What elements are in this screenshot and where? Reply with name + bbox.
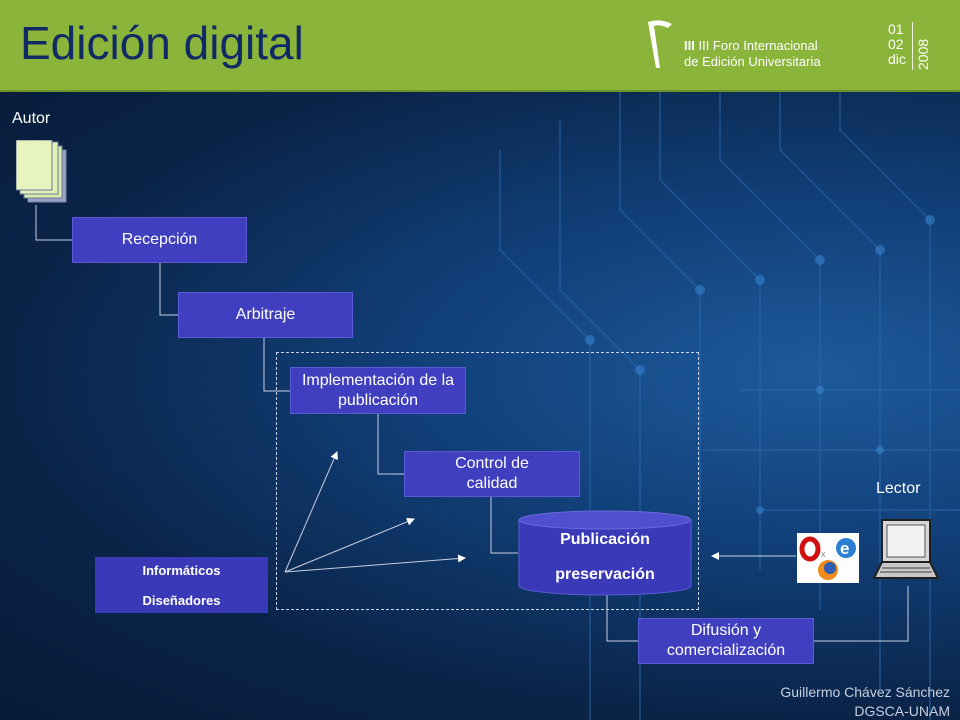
- date-separator: [912, 22, 913, 70]
- arbitraje-label: Arbitraje: [235, 306, 296, 323]
- background: [0, 90, 960, 720]
- forum-line-1: III Foro Internacional: [698, 38, 818, 53]
- svg-text:e: e: [840, 539, 849, 558]
- control-calidad-box: Control de calidad: [404, 451, 580, 497]
- event-dates: 01 02 dic: [888, 22, 906, 67]
- date-day-2: 02: [888, 36, 904, 52]
- staff-box: Informáticos Diseñadores: [95, 557, 268, 613]
- recepcion-box: Recepción: [72, 217, 247, 263]
- autor-label: Autor: [12, 110, 51, 127]
- date-day-1: 01: [888, 21, 904, 37]
- difusion-label: Difusión y comercialización: [666, 622, 786, 659]
- control-calidad-label: Control de calidad: [455, 455, 529, 492]
- browser-logos-icon: x e: [799, 536, 856, 580]
- forum-logo-mark: [648, 20, 672, 68]
- page-title: Edición digital: [20, 17, 304, 69]
- footer-author: Guillermo Chávez Sánchez: [780, 684, 950, 700]
- implementacion-label: Implementación de la publicación: [301, 371, 455, 409]
- laptop-icon: [872, 519, 940, 579]
- recepcion-label: Recepción: [121, 231, 198, 248]
- difusion-box: Difusión y comercialización: [638, 618, 814, 664]
- implementacion-box: Implementación de la publicación: [290, 367, 466, 414]
- arbitraje-box: Arbitraje: [178, 292, 353, 338]
- publicacion-database: [518, 510, 692, 596]
- process-group-outline: [276, 352, 699, 610]
- header-bar: Edición digital III III Foro Internacion…: [0, 0, 960, 92]
- documents-icon: [16, 140, 67, 203]
- date-year: 2008: [915, 38, 931, 70]
- date-month: dic: [888, 51, 906, 67]
- svg-text:x: x: [821, 549, 826, 559]
- forum-line-2: de Edición Universitaria: [684, 54, 821, 69]
- browsers-icon: x e: [797, 533, 859, 583]
- publicacion-label: Publicación: [560, 531, 650, 548]
- disenadores-label: Diseñadores: [142, 593, 221, 608]
- informaticos-label: Informáticos: [142, 563, 221, 578]
- lector-label: Lector: [876, 480, 921, 497]
- preservacion-label: preservación: [555, 566, 655, 583]
- forum-name: III III Foro Internacional de Edición Un…: [684, 38, 821, 69]
- footer-org: DGSCA-UNAM: [854, 703, 950, 719]
